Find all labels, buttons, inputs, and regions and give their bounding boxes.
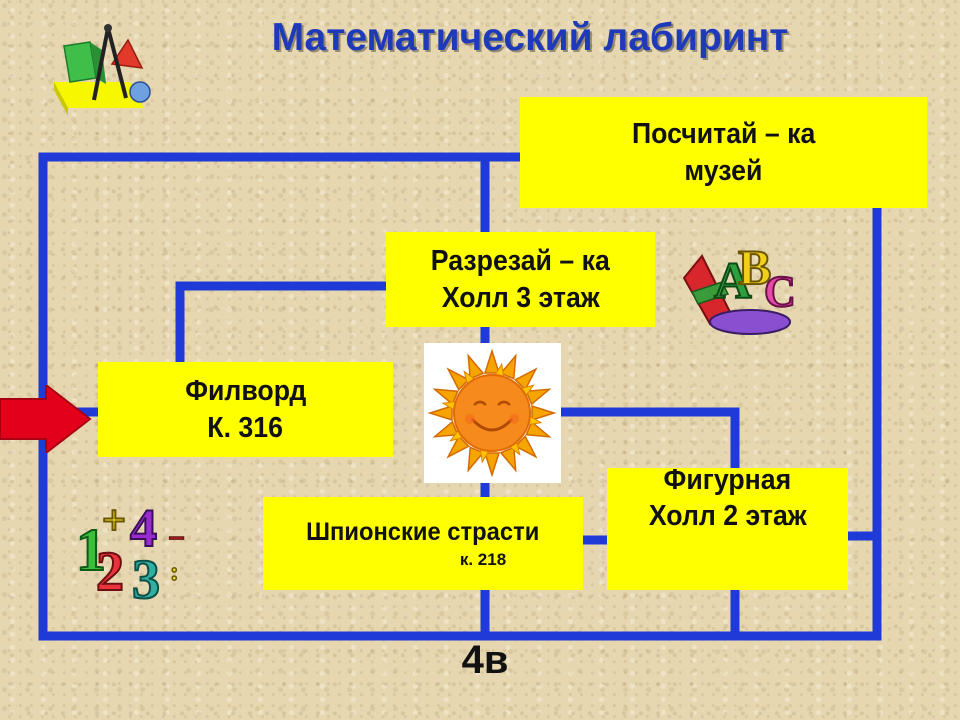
room-spy-line2: к. 218 [459, 549, 507, 569]
room-cut[interactable]: Разрезай – ка Холл 3 этаж [386, 232, 655, 327]
room-figure-line2: Холл 2 этаж [648, 500, 807, 533]
room-filword-line1: Филворд [184, 375, 307, 408]
room-museum-line2: музей [684, 154, 763, 187]
numbers-icon: 1 + 4 − 2 3 : [75, 497, 186, 604]
svg-text::: : [170, 557, 179, 586]
slide-title: Математический лабиринт [271, 16, 789, 59]
geometry-tools-icon [54, 24, 151, 116]
svg-text:A: A [714, 253, 752, 310]
svg-text:4: 4 [130, 498, 157, 558]
svg-text:3: 3 [132, 549, 160, 604]
room-figure[interactable]: Фигурная Холл 2 этаж [607, 464, 848, 590]
sun-card [424, 343, 561, 483]
room-filword-line2: К. 316 [207, 411, 284, 444]
svg-text:2: 2 [96, 541, 124, 603]
room-museum[interactable]: Посчитай – ка музей [520, 97, 927, 208]
class-label: 4в [461, 638, 509, 682]
room-museum-line1: Посчитай – ка [631, 118, 816, 151]
room-cut-line1: Разрезай – ка [430, 245, 610, 278]
svg-text:1: 1 [76, 517, 106, 583]
sun-icon [427, 348, 557, 478]
room-spy-line1: Шпионские страсти [306, 518, 540, 547]
room-spy[interactable]: Шпионские страсти к. 218 [263, 497, 583, 590]
svg-text:B: B [738, 239, 771, 295]
room-filword[interactable]: Филворд К. 316 [98, 362, 393, 457]
room-cut-line2: Холл 3 этаж [441, 281, 600, 314]
start-arrow-icon [0, 385, 92, 453]
svg-text:C: C [764, 267, 796, 316]
abc-letters-icon: A B C [682, 238, 797, 335]
svg-text:+: + [102, 498, 126, 544]
room-figure-line1: Фигурная [663, 464, 792, 496]
svg-text:−: − [168, 522, 185, 555]
